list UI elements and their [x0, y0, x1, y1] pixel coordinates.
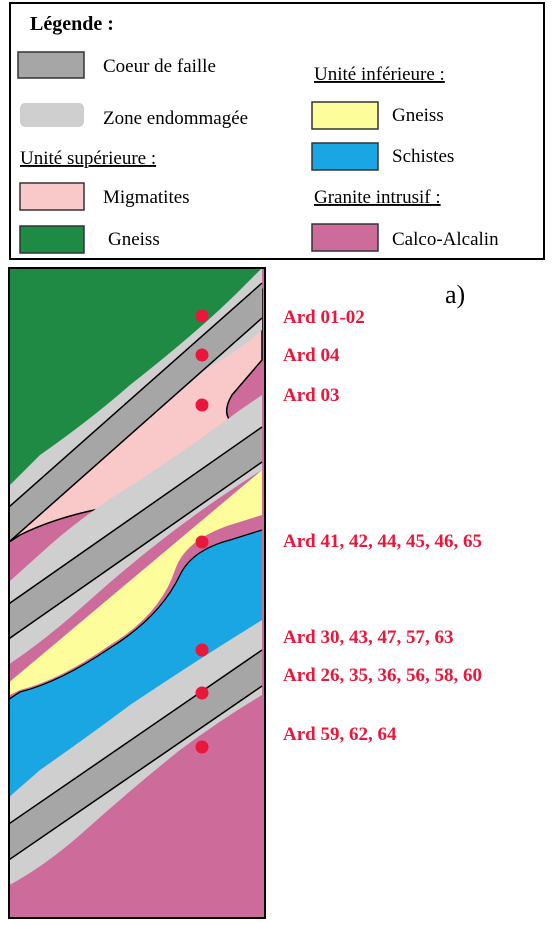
legend-title: Légende : [30, 13, 114, 35]
fault-core-1-borders [8, 282, 263, 544]
sample-label-1: Ard 01-02 [283, 307, 365, 328]
granite-heading: Granite intrusif : [314, 187, 441, 208]
calco-alcalin-swatch [311, 223, 379, 252]
cross-section [8, 268, 266, 918]
upper-gneiss-label: Gneiss [108, 229, 160, 250]
sample-label-7: Ard 59, 62, 64 [283, 724, 397, 745]
lower-unit-heading: Unité inférieure : [314, 64, 445, 85]
lower-gneiss-swatch [311, 101, 379, 130]
sample-label-2: Ard 04 [283, 345, 340, 366]
sample-labels: Ard 01-02 Ard 04 Ard 03 Ard 41, 42, 44, … [283, 307, 482, 745]
fault-core-swatch [17, 51, 85, 79]
damage-zone-swatch [20, 103, 84, 127]
legend: Légende : Coeur de faille Zone endommagé… [9, 2, 545, 260]
fault-core-2 [8, 427, 262, 640]
sample-label-5: Ard 30, 43, 47, 57, 63 [283, 627, 453, 648]
sample-point-2 [195, 348, 209, 362]
sample-point-7 [195, 740, 209, 754]
schists-swatch [311, 142, 379, 171]
panel-label: a) [445, 280, 465, 309]
lower-gneiss-area [8, 470, 262, 696]
sample-label-4: Ard 41, 42, 44, 45, 46, 65 [283, 531, 482, 552]
sample-label-3: Ard 03 [283, 385, 339, 406]
schists-label: Schistes [392, 146, 454, 167]
migmatites-swatch [19, 182, 85, 211]
upper-gneiss-swatch [19, 225, 85, 254]
sample-point-4 [195, 535, 209, 549]
calco-alcalin-label: Calco-Alcalin [392, 229, 499, 250]
fault-core-1 [8, 283, 262, 543]
fault-core-2-borders [8, 426, 263, 641]
sample-label-6: Ard 26, 35, 36, 56, 58, 60 [283, 665, 482, 686]
cross-section-frame [8, 267, 266, 919]
migmatites-label: Migmatites [103, 187, 190, 208]
lower-gneiss-label: Gneiss [392, 105, 444, 126]
schists-upper-contact [8, 529, 263, 701]
fault-core-3-borders [8, 649, 263, 862]
sample-point-6 [195, 686, 209, 700]
fault-core-3 [8, 650, 262, 861]
sample-point-1 [195, 309, 209, 323]
sample-point-3 [195, 398, 209, 412]
legend-frame [9, 2, 545, 260]
upper-unit-heading: Unité supérieure : [20, 148, 156, 169]
fault-core-label: Coeur de faille [103, 56, 216, 77]
damage-zone-label: Zone endommagée [103, 108, 248, 129]
sample-point-5 [195, 643, 209, 657]
